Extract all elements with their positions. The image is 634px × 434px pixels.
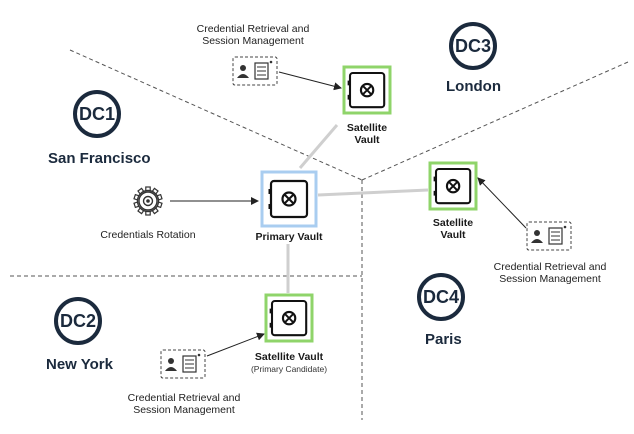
retrieval-bottom-line2: Session Management [133, 404, 235, 416]
satellite-vault-london[interactable] [342, 65, 392, 115]
retrieval-bottom-line1: Credential Retrieval and [127, 392, 241, 404]
primary-vault[interactable] [260, 170, 318, 228]
retrieval-label-top: Credential Retrieval and Session Managem… [183, 23, 323, 47]
dc1-label: DC1 [78, 103, 115, 124]
retrieval-label-bottom: Credential Retrieval and Session Managem… [114, 392, 254, 416]
dc3-label: DC3 [454, 35, 491, 56]
satellite-vault-newyork[interactable] [264, 293, 314, 343]
paris-vault-label-line1: Satellite [432, 217, 474, 229]
dc2-city: New York [46, 356, 113, 373]
primary-vault-label: Primary Vault [255, 231, 323, 243]
flow-arrows [170, 71, 527, 357]
retrieval-top-line2: Session Management [202, 35, 304, 47]
dc4-city: Paris [425, 331, 462, 348]
dc1-badge: DC1 [73, 90, 121, 138]
newyork-vault-sublabel: (Primary Candidate) [250, 364, 328, 374]
arrow-top-retrieval [278, 71, 342, 91]
credential-card-icon [526, 221, 572, 251]
arrow-right-retrieval [477, 177, 527, 229]
retrieval-top-line1: Credential Retrieval and [196, 23, 310, 35]
dc4-label: DC4 [422, 286, 459, 307]
newyork-vault-label-main: Satellite Vault [254, 351, 324, 363]
retrieval-right-line1: Credential Retrieval and [493, 261, 607, 273]
vault-icon [267, 179, 309, 219]
london-vault-label-line2: Vault [354, 134, 380, 146]
paris-vault-label-line2: Vault [440, 229, 466, 241]
link-primary-paris [317, 188, 429, 197]
dc2-badge: DC2 [54, 297, 102, 345]
satellite-vault-paris[interactable] [428, 161, 478, 211]
london-vault-label-line1: Satellite [346, 122, 388, 134]
vault-icon [432, 167, 472, 205]
retrieval-right-line2: Session Management [499, 273, 601, 285]
credential-card-icon [160, 349, 206, 379]
vault-icon [268, 299, 308, 337]
rotation-label: Credentials Rotation [100, 229, 196, 241]
london-vault-label: Satellite Vault [332, 122, 402, 146]
vault-links [286, 124, 429, 293]
retrieval-label-right: Credential Retrieval and Session Managem… [480, 261, 620, 285]
link-primary-london [298, 124, 339, 169]
divider-top [69, 49, 363, 181]
paris-vault-label: Satellite Vault [418, 217, 488, 241]
vault-icon [346, 71, 386, 109]
credential-card-icon [232, 56, 278, 86]
dc2-label: DC2 [59, 310, 96, 331]
dc3-city: London [446, 78, 501, 95]
arrow-bottom-retrieval [206, 332, 265, 357]
dc4-badge: DC4 [417, 273, 465, 321]
region-dividers [10, 49, 629, 420]
dc1-city: San Francisco [48, 150, 151, 167]
newyork-vault-label: Satellite Vault (Primary Candidate) [234, 351, 344, 375]
gear-icon [133, 186, 163, 216]
dc3-badge: DC3 [449, 22, 497, 70]
